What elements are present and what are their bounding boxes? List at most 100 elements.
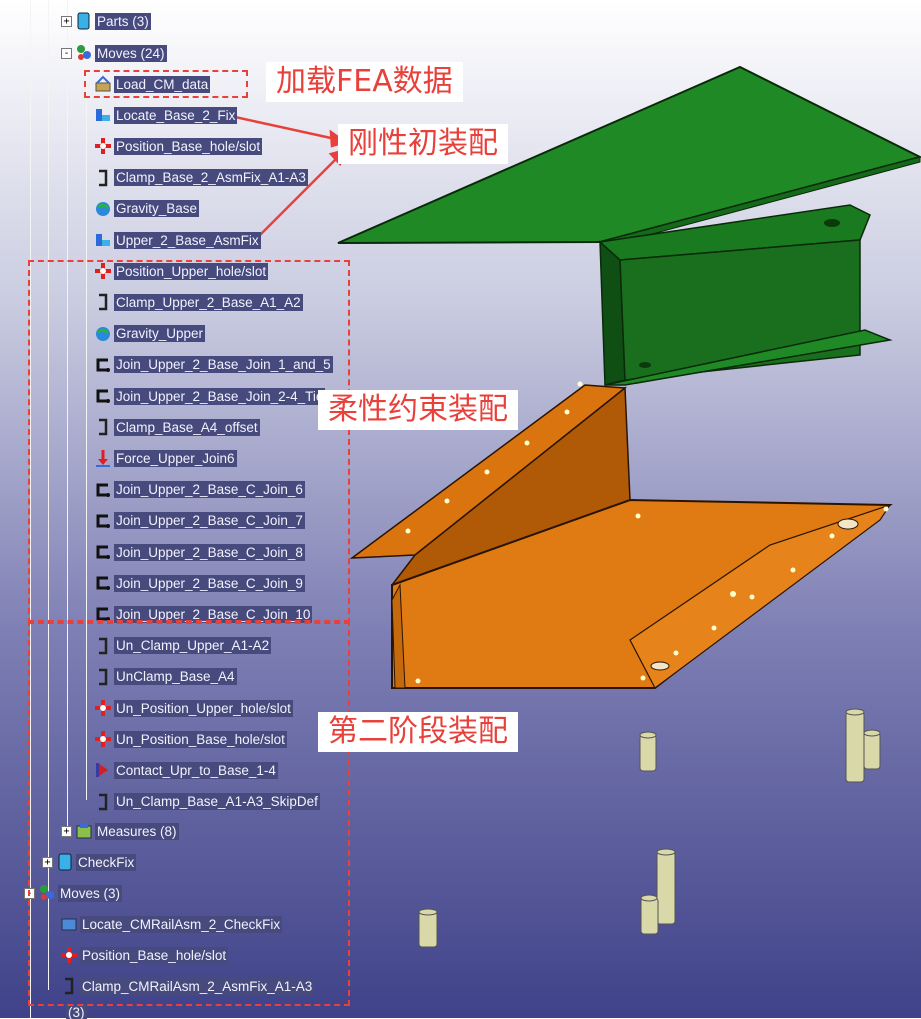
tree-item-gravity-upper[interactable]: Gravity_Upper xyxy=(94,323,206,345)
annotation-fea-label: 加载FEA数据 xyxy=(266,62,463,102)
load-data-icon xyxy=(94,74,112,94)
tree-item-join-upper-2-base-c-join-8[interactable]: Join_Upper_2_Base_C_Join_8 xyxy=(94,541,305,563)
upper-part[interactable] xyxy=(337,65,921,386)
tree-item-label: Locate_Base_2_Fix xyxy=(114,106,238,124)
tree-item-clamp-cmrailasm-2-asmfix-a1-a3[interactable]: Clamp_CMRailAsm_2_AsmFix_A1-A3 xyxy=(60,975,315,997)
expand-icon[interactable]: + xyxy=(42,856,53,868)
annotation-flexible-label: 柔性约束装配 xyxy=(318,390,518,430)
tree-item-label: Clamp_Base_A4_offset xyxy=(114,418,260,436)
tree-item-clamp-base-2-asmfix-a1-a3[interactable]: Clamp_Base_2_AsmFix_A1-A3 xyxy=(94,167,308,189)
tree-item-label: Position_Base_hole/slot xyxy=(80,946,229,964)
measures-icon xyxy=(75,821,93,841)
moves-cluster-icon xyxy=(38,883,56,903)
tree-node-icon xyxy=(42,1005,60,1019)
checkfix-icon xyxy=(56,852,74,872)
tree-item-label: Join_Upper_2_Base_C_Join_6 xyxy=(114,481,305,499)
clamp-icon xyxy=(94,168,112,188)
tree-item-label: Un_Clamp_Base_A1-A3_SkipDef xyxy=(114,793,320,811)
tree-item-label: Clamp_CMRailAsm_2_AsmFix_A1-A3 xyxy=(80,977,315,995)
tree-line xyxy=(86,60,87,800)
red-cross-position-icon xyxy=(94,261,112,281)
locate-step-icon xyxy=(60,914,78,934)
tree-line xyxy=(48,0,49,980)
tree-item-join-upper-2-base-join-2-4-tie[interactable]: Join_Upper_2_Base_Join_2-4_Tie xyxy=(94,385,326,407)
tree-item-un-position-upper-hole-slot[interactable]: Un_Position_Upper_hole/slot xyxy=(94,697,293,719)
tree-item-label: Un_Position_Base_hole/slot xyxy=(114,730,287,748)
tree-item-force-upper-join6[interactable]: Force_Upper_Join6 xyxy=(94,447,237,469)
tree-node-label: Moves (24) xyxy=(95,44,167,62)
tree-item-label: Join_Upper_2_Base_Join_1_and_5 xyxy=(114,356,333,374)
tree-node-label: Moves (3) xyxy=(58,884,123,902)
join-c-icon xyxy=(94,542,112,562)
tree-item-label: Join_Upper_2_Base_C_Join_10 xyxy=(114,605,313,623)
base-part[interactable] xyxy=(349,384,893,689)
force-arrow-icon xyxy=(94,448,112,468)
tree-item-label: Join_Upper_2_Base_C_Join_7 xyxy=(114,512,305,530)
tree-item-clamp-upper-2-base-a1-a2[interactable]: Clamp_Upper_2_Base_A1_A2 xyxy=(94,291,303,313)
tree-line xyxy=(30,0,31,1018)
moves-cluster-icon xyxy=(75,43,93,63)
tree-item-join-upper-2-base-c-join-7[interactable]: Join_Upper_2_Base_C_Join_7 xyxy=(94,510,305,532)
locate-step-icon xyxy=(94,105,112,125)
clamp-icon xyxy=(94,417,112,437)
tree-item-load-cm-data[interactable]: Load_CM_data xyxy=(94,73,211,95)
expand-icon[interactable]: + xyxy=(61,825,72,837)
clamp-icon xyxy=(60,976,78,996)
tree-item-label: Upper_2_Base_AsmFix xyxy=(114,231,261,249)
tree-item-position-base-hole-slot[interactable]: Position_Base_hole/slot xyxy=(94,135,263,157)
tree-item-label: Load_CM_data xyxy=(114,75,211,93)
join-points xyxy=(405,381,889,684)
tree-item-unclamp-base-a4[interactable]: UnClamp_Base_A4 xyxy=(94,666,237,688)
tree-node-parts[interactable]: + Parts (3) xyxy=(61,10,151,32)
tree-item-position-upper-hole-slot[interactable]: Position_Upper_hole/slot xyxy=(94,260,269,282)
locate-step-icon xyxy=(94,230,112,250)
tree-item-label: Position_Base_hole/slot xyxy=(114,137,263,155)
contact-triangle-icon xyxy=(94,760,112,780)
join-c-icon xyxy=(94,355,112,375)
annotation-box-stage2 xyxy=(28,620,350,1006)
tree-item-locate-base-2-fix[interactable]: Locate_Base_2_Fix xyxy=(94,104,238,126)
clamp-icon xyxy=(94,636,112,656)
tree-item-gravity-base[interactable]: Gravity_Base xyxy=(94,198,200,220)
annotation-rigid-label: 刚性初装配 xyxy=(338,124,508,164)
tree-item-join-upper-2-base-c-join-10[interactable]: Join_Upper_2_Base_C_Join_10 xyxy=(94,603,313,625)
tree-node-checkfix[interactable]: + CheckFix xyxy=(42,851,137,873)
tree-item-label: UnClamp_Base_A4 xyxy=(114,668,237,686)
clamp-icon xyxy=(94,292,112,312)
tree-node-label: CheckFix xyxy=(76,853,137,871)
tree-item-label: Gravity_Base xyxy=(114,200,200,218)
tree-item-label: Force_Upper_Join6 xyxy=(114,449,237,467)
tree-item-un-position-base-hole-slot[interactable]: Un_Position_Base_hole/slot xyxy=(94,728,287,750)
tree-node-label: Parts (3) xyxy=(95,12,151,30)
join-c-icon xyxy=(94,480,112,500)
cyan-part-icon xyxy=(75,11,93,31)
tree-node-cut-off[interactable]: (3) xyxy=(42,1005,87,1019)
tree-item-join-upper-2-base-c-join-9[interactable]: Join_Upper_2_Base_C_Join_9 xyxy=(94,572,305,594)
collapse-icon[interactable]: - xyxy=(61,47,72,59)
tree-node-moves-2[interactable]: - Moves (3) xyxy=(24,882,123,904)
red-cross-position-icon xyxy=(60,945,78,965)
gravity-globe-icon xyxy=(94,324,112,344)
tree-item-join-upper-2-base-c-join-6[interactable]: Join_Upper_2_Base_C_Join_6 xyxy=(94,479,305,501)
gravity-globe-icon xyxy=(94,199,112,219)
tree-item-join-upper-2-base-join-1-and-5[interactable]: Join_Upper_2_Base_Join_1_and_5 xyxy=(94,354,333,376)
tree-node-moves[interactable]: - Moves (24) xyxy=(61,42,167,64)
expand-icon[interactable]: + xyxy=(61,15,72,27)
tree-node-measures[interactable]: + Measures (8) xyxy=(61,820,179,842)
tree-line xyxy=(67,0,68,828)
tree-item-locate-cmrailasm-2-checkfix[interactable]: Locate_CMRailAsm_2_CheckFix xyxy=(60,913,283,935)
tree-item-contact-upr-to-base-1-4[interactable]: Contact_Upr_to_Base_1-4 xyxy=(94,759,278,781)
tree-node-label: (3) xyxy=(66,1005,87,1019)
tree-item-position-base-hole-slot[interactable]: Position_Base_hole/slot xyxy=(60,944,229,966)
tree-item-un-clamp-base-a1-a3-skipdef[interactable]: Un_Clamp_Base_A1-A3_SkipDef xyxy=(94,791,320,813)
tree-item-label: Position_Upper_hole/slot xyxy=(114,262,269,280)
tree-item-upper-2-base-asmfix[interactable]: Upper_2_Base_AsmFix xyxy=(94,229,261,251)
tree-item-label: Un_Position_Upper_hole/slot xyxy=(114,699,293,717)
tree-item-label: Un_Clamp_Upper_A1-A2 xyxy=(114,637,272,655)
tree-item-label: Join_Upper_2_Base_Join_2-4_Tie xyxy=(114,387,326,405)
tree-item-clamp-base-a4-offset[interactable]: Clamp_Base_A4_offset xyxy=(94,416,260,438)
tree-item-un-clamp-upper-a1-a2[interactable]: Un_Clamp_Upper_A1-A2 xyxy=(94,635,272,657)
tree-item-label: Locate_CMRailAsm_2_CheckFix xyxy=(80,915,283,933)
